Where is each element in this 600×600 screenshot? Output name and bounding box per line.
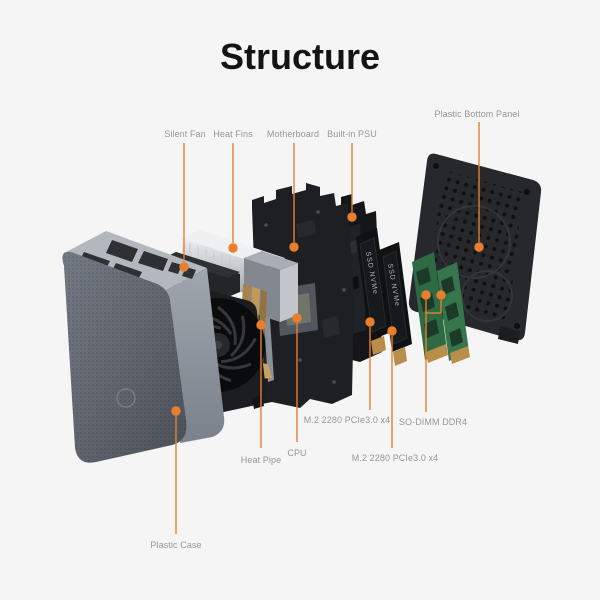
label-plastic-bottom-panel: Plastic Bottom Panel (434, 109, 520, 119)
label-motherboard: Motherboard (266, 129, 320, 139)
dot-m2-ssd-top (365, 317, 375, 327)
dot-built-in-psu (347, 212, 357, 222)
label-so-dimm: SO-DIMM DDR4 (398, 417, 468, 427)
label-built-in-psu: Built-in PSU (327, 129, 377, 139)
leader-dots (171, 212, 484, 416)
label-m2-ssd-bottom: M.2 2280 PCIe3.0 x4 (351, 453, 439, 463)
label-silent-fan: Silent Fan (164, 129, 206, 139)
dot-plastic-bottom-panel (474, 242, 484, 252)
case-logo (116, 388, 136, 408)
label-plastic-case: Plastic Case (150, 540, 202, 550)
ram-2 (437, 262, 470, 364)
dot-plastic-case (171, 406, 181, 416)
dot-m2-ssd-bottom (387, 326, 397, 336)
dot-silent-fan (179, 262, 189, 272)
label-cpu: CPU (287, 448, 307, 458)
leader-lines (175, 122, 480, 534)
dot-motherboard (289, 242, 299, 252)
plastic-case (62, 231, 225, 463)
ssd-1: SSD NVMe (356, 228, 391, 355)
dot-heat-fins (228, 243, 238, 253)
dot-so-dimm-2 (436, 290, 446, 300)
label-m2-ssd-top: M.2 2280 PCIe3.0 x4 (303, 415, 391, 425)
label-heat-pipe: Heat Pipe (240, 455, 282, 465)
dot-heat-pipe (256, 320, 266, 330)
page-title: Structure (219, 36, 381, 77)
label-heat-fins: Heat Fins (213, 129, 253, 139)
ram-1 (412, 252, 448, 363)
dot-so-dimm-1 (421, 290, 431, 300)
dot-cpu (292, 313, 302, 323)
ssd-2: SSD NVMe (379, 242, 412, 366)
